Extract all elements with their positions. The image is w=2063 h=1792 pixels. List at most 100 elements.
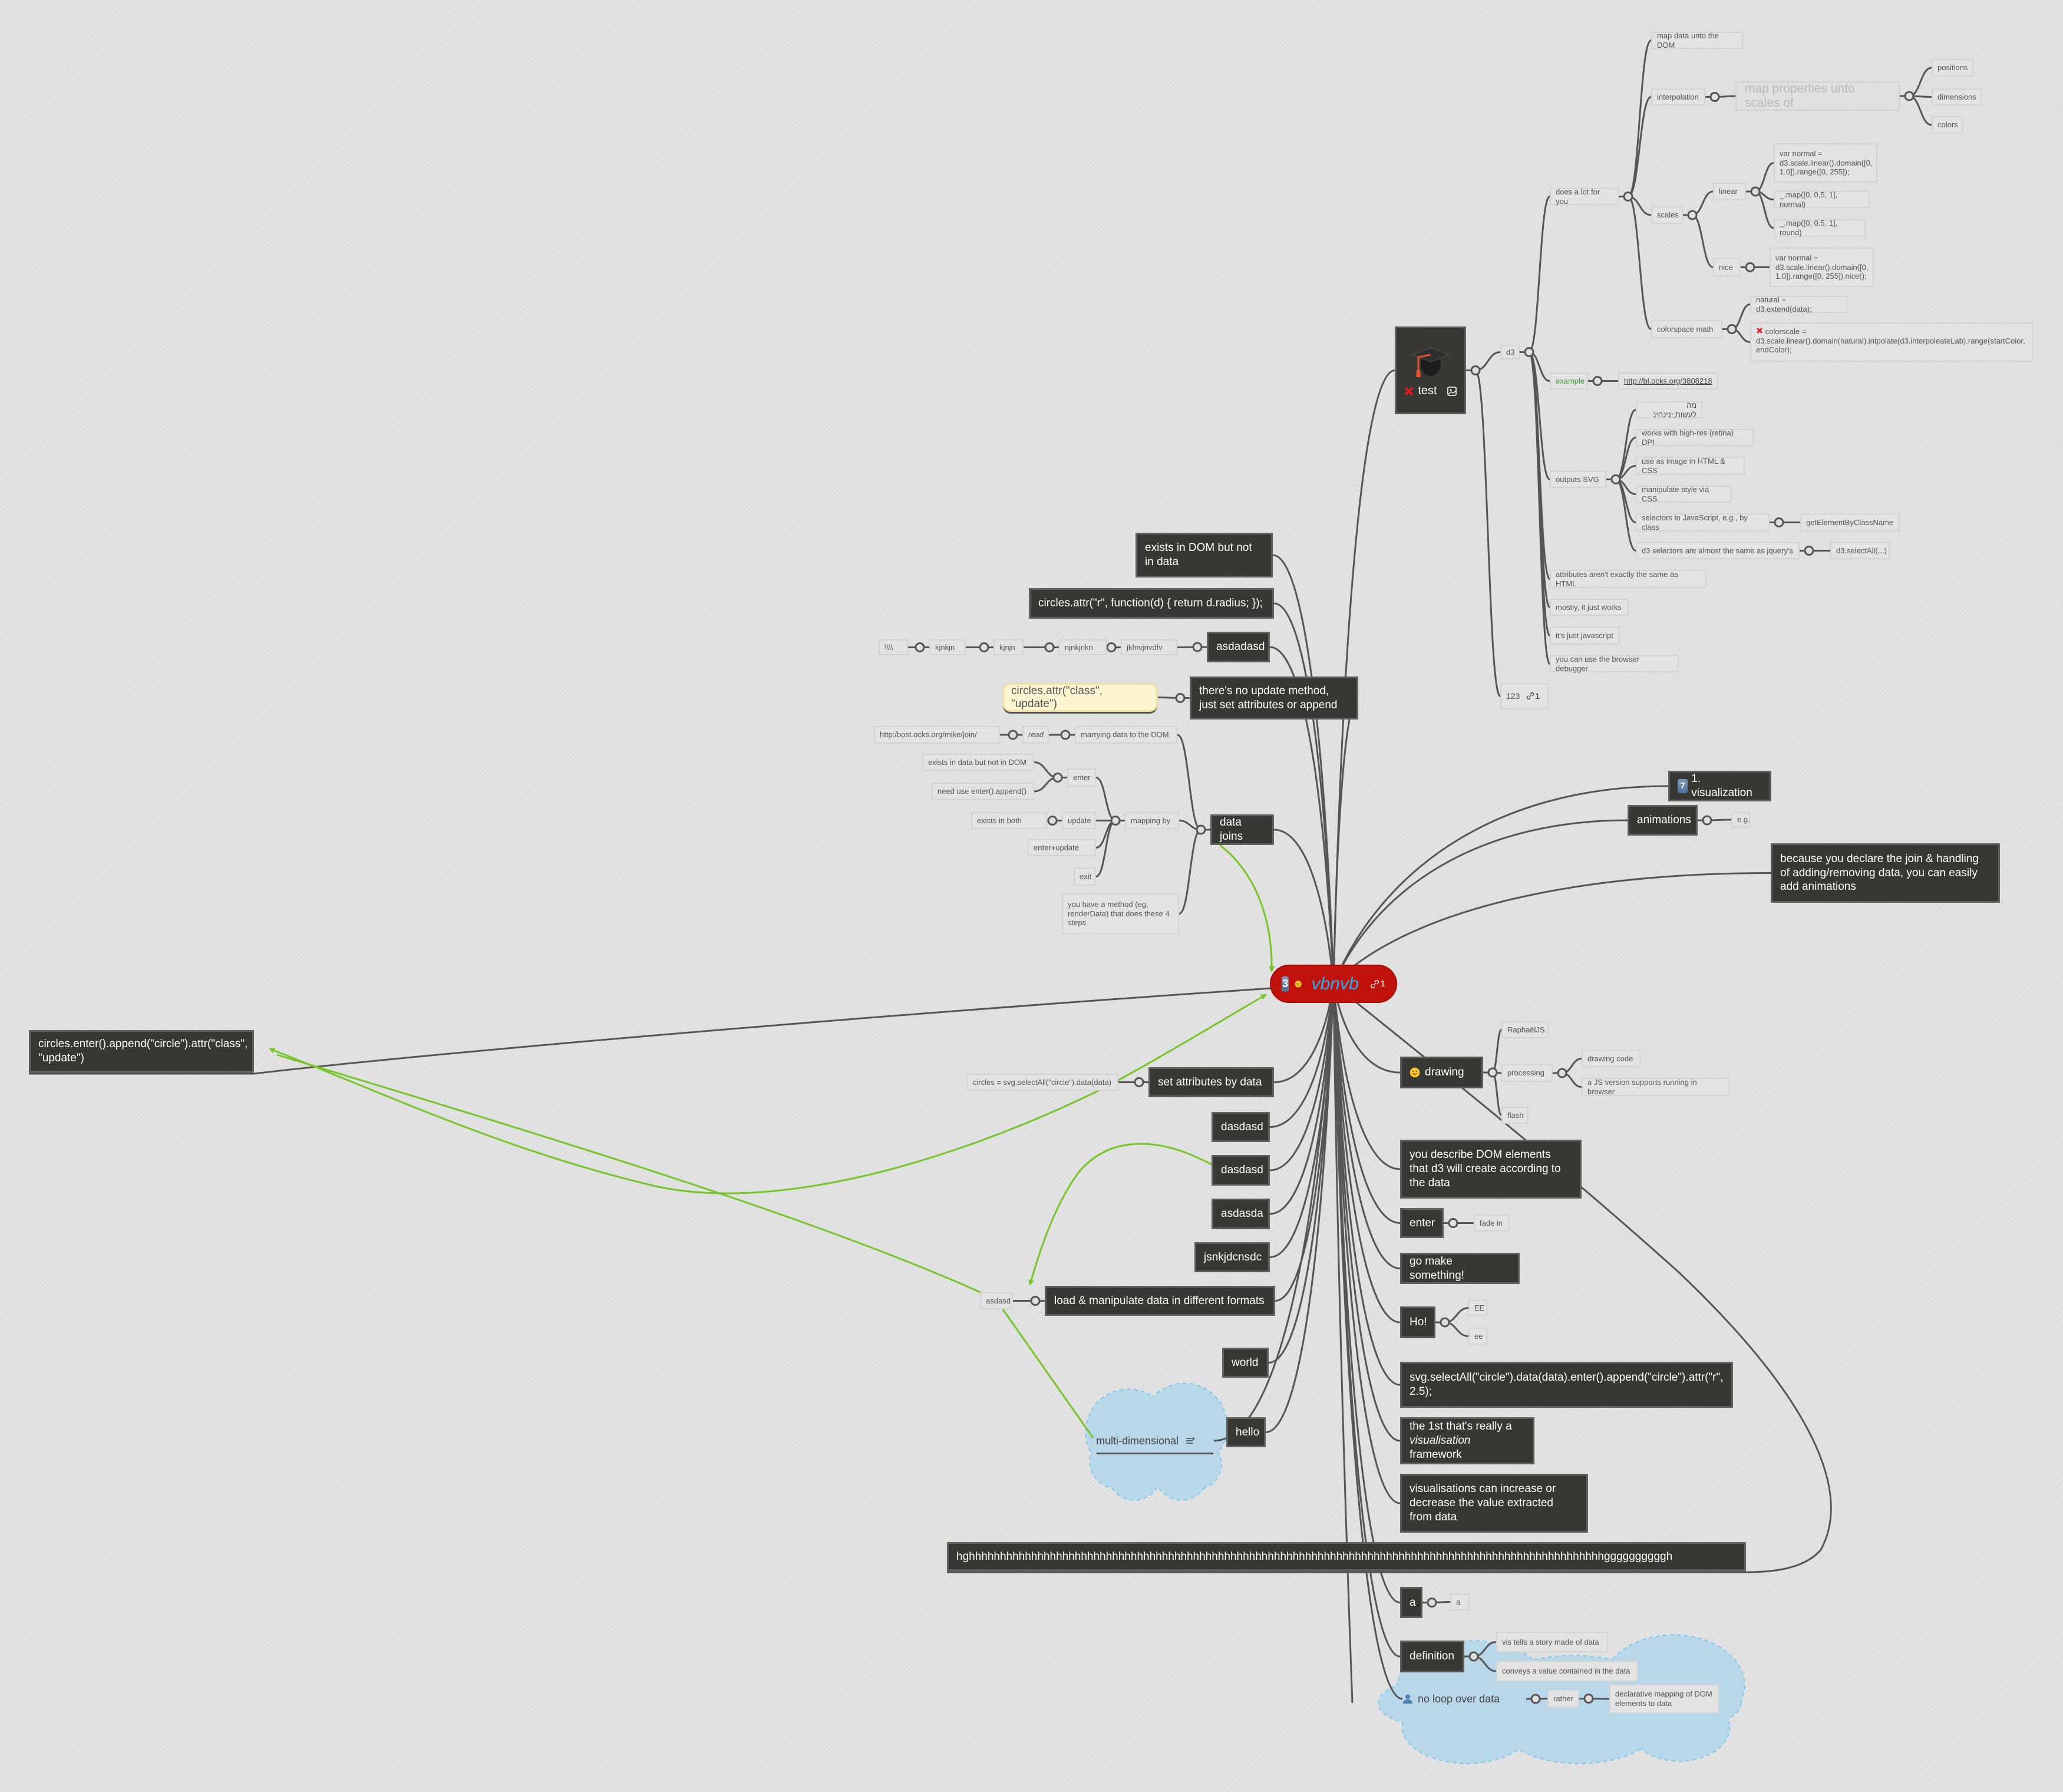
topic-circlesr[interactable]: circles.attr("r", function(d) { return d… — [1029, 588, 1274, 619]
subtopic-123[interactable]: 123 1 — [1500, 683, 1549, 709]
subtopic-kjnjn[interactable]: kjnjn — [993, 639, 1024, 655]
topic-dasd1[interactable]: dasdasd — [1212, 1112, 1270, 1142]
subtopic-EE[interactable]: EE — [1468, 1300, 1487, 1316]
subtopic-mapprops[interactable]: map properties unto scales of — [1735, 81, 1900, 111]
topic-because[interactable]: because you declare the join & handling … — [1771, 843, 2000, 903]
topic-hello[interactable]: hello — [1226, 1417, 1266, 1447]
topic-jsnk[interactable]: jsnkjdcnsdc — [1194, 1242, 1270, 1272]
topic-world[interactable]: world — [1222, 1348, 1269, 1378]
topic-definition[interactable]: definition — [1400, 1641, 1464, 1672]
subtopic-colors[interactable]: colors — [1932, 116, 1963, 134]
subtopic-mapround[interactable]: _.map([0, 0.5, 1], round) — [1774, 219, 1866, 237]
subtopic-useimg[interactable]: use as image in HTML & CSS — [1636, 457, 1745, 475]
subtopic-aC[interactable]: a — [1450, 1593, 1470, 1611]
subtopic-selall[interactable]: d3.selectAll(...) — [1830, 542, 1890, 559]
subtopic-existsdata[interactable]: exists in data but not in DOM — [922, 754, 1034, 771]
topic-first-visualisation-framework[interactable]: the 1st that's really a visualisation fr… — [1400, 1417, 1534, 1464]
topic-visincr[interactable]: visualisations can increase or decrease … — [1400, 1474, 1588, 1533]
topic-setattr[interactable]: set attributes by data — [1148, 1067, 1274, 1097]
subtopic-hebrew[interactable]: מה לעשות,ינינחינ — [1636, 401, 1702, 419]
subtopic-varnice[interactable]: var normal = d3.scale.linear().domain([0… — [1770, 247, 1874, 287]
link-indicator[interactable]: 1 — [1527, 691, 1540, 701]
subtopic-debugger[interactable]: you can use the browser debugger — [1550, 655, 1679, 673]
subtopic-dimensions[interactable]: dimensions — [1932, 88, 1982, 105]
subtopic-raphael[interactable]: RaphaëlJS — [1501, 1021, 1549, 1038]
subtopic-enterL[interactable]: enter — [1067, 768, 1096, 787]
subtopic-update[interactable]: update — [1062, 812, 1096, 829]
topic-test[interactable]: test — [1395, 326, 1466, 414]
subtopic-doeslot[interactable]: does a lot for you — [1550, 187, 1619, 206]
subtopic-d3sel[interactable]: d3 selectors are almost the same as jque… — [1636, 542, 1800, 559]
central-topic[interactable]: 3 vbnvb 1 — [1270, 965, 1397, 1003]
topic-gomake[interactable]: go make something! — [1400, 1253, 1520, 1284]
link-indicator[interactable]: 1 — [1370, 979, 1385, 989]
subtopic-interp[interactable]: interpolation — [1651, 88, 1705, 105]
subtopic-justjs[interactable]: it's just javascript — [1550, 626, 1620, 645]
subtopic-both[interactable]: exists in both — [971, 812, 1047, 829]
topic-multi-dimensional[interactable]: multi-dimensional — [1096, 1429, 1214, 1453]
subtopic-mapnormal[interactable]: _.map([0, 0,5, 1], normal) — [1774, 190, 1870, 209]
topic-aN[interactable]: a — [1400, 1587, 1422, 1618]
subtopic-scales[interactable]: scales — [1651, 206, 1683, 224]
subtopic-natural[interactable]: natural = d3.extend(data); — [1750, 295, 1847, 313]
subtopic-outsvg[interactable]: outputs SVG — [1550, 471, 1606, 488]
notes-icon[interactable] — [1186, 1437, 1195, 1445]
subtopic-vistells[interactable]: vis tells a story made of data — [1496, 1632, 1608, 1652]
subtopic-njn[interactable]: njnkjnkn — [1059, 639, 1107, 655]
subtopic-jsver[interactable]: a JS version supports running in browser — [1582, 1078, 1730, 1096]
subtopic-circleseq[interactable]: circles = svg.selectAll("circle").data(d… — [967, 1074, 1118, 1091]
subtopic-marrying[interactable]: marrying data to the DOM — [1075, 726, 1177, 744]
topic-ho[interactable]: Ho! — [1400, 1306, 1435, 1338]
subtopic-conveys[interactable]: conveys a value contained in the data — [1496, 1661, 1638, 1682]
subtopic-mapping[interactable]: mapping by — [1125, 812, 1179, 829]
subtopic-positions[interactable]: positions — [1932, 59, 1973, 77]
topic-anim[interactable]: animations — [1628, 805, 1698, 836]
topic-hhhh[interactable]: hghhhhhhhhhhhhhhhhhhhhhhhhhhhhhhhhhhhhhh… — [947, 1542, 1746, 1571]
subtopic-eg[interactable]: e.g. — [1731, 812, 1750, 827]
topic-dasd2[interactable]: dasdasd — [1212, 1155, 1270, 1186]
subtopic-bs[interactable]: \\\\ — [879, 639, 908, 655]
subtopic-drawcode[interactable]: drawing code — [1582, 1050, 1641, 1067]
topic-circlesenter[interactable]: circles.enter().append("circle").attr("c… — [29, 1030, 254, 1072]
subtopic-seljs[interactable]: selectors in JavaScript, e.g., by class — [1636, 513, 1770, 532]
subtopic-exit[interactable]: exit — [1074, 867, 1096, 886]
subtopic-flash[interactable]: flash — [1501, 1107, 1529, 1124]
subtopic-retina[interactable]: works with high-res (retina) DPI — [1636, 428, 1754, 447]
topic-asdadasd[interactable]: asdadasd — [1207, 632, 1270, 662]
subtopic-manip[interactable]: manipulate style via CSS — [1636, 485, 1732, 503]
subtopic-colorscale[interactable]: colorscale = d3.scale.linear().domain(na… — [1750, 322, 2033, 362]
topic-existsdom[interactable]: exists in DOM but not in data — [1136, 533, 1273, 577]
topic-visualization[interactable]: 7 1. visualization — [1668, 771, 1771, 801]
subtopic-linear[interactable]: linear — [1713, 183, 1746, 200]
subtopic-colorspace[interactable]: colorspace math — [1651, 320, 1722, 338]
subtopic-enterupd[interactable]: enter+update — [1028, 839, 1096, 856]
subtopic-mostly[interactable]: mostly, it just works — [1550, 599, 1629, 616]
subtopic-declar[interactable]: declarative mapping of DOM elements to d… — [1609, 1684, 1719, 1714]
subtopic-fadein[interactable]: fade in — [1474, 1215, 1509, 1232]
subtopic-ee[interactable]: ee — [1468, 1328, 1487, 1345]
subtopic-getel[interactable]: getElementByClassName — [1800, 513, 1900, 532]
subtopic-method[interactable]: you have a method (eg, renderData) that … — [1062, 893, 1179, 934]
topic-svgsel[interactable]: svg.selectAll("circle").data(data).enter… — [1400, 1362, 1733, 1408]
topic-enterR[interactable]: enter — [1400, 1208, 1444, 1238]
subtopic-http[interactable]: http:/bost.ocks.org/mike/join/ — [874, 726, 1000, 744]
subtopic-processing[interactable]: processing — [1501, 1064, 1553, 1082]
subtopic-jkf[interactable]: jkfnvjnvdfv — [1121, 639, 1177, 655]
topic-asdasda[interactable]: asdasda — [1212, 1199, 1270, 1229]
subtopic-needuse[interactable]: need use enter().append() — [932, 783, 1034, 800]
subtopic-yellow[interactable]: circles.attr("class", "update") — [1002, 683, 1158, 712]
topic-drawing[interactable]: drawing — [1400, 1057, 1483, 1088]
topic-noupdate[interactable]: there's no update method, just set attri… — [1190, 676, 1358, 720]
subtopic-rather[interactable]: rather — [1547, 1689, 1579, 1708]
subtopic-attrs[interactable]: attributes aren't exactly the same as HT… — [1550, 570, 1706, 588]
topic-load[interactable]: load & manipulate data in different form… — [1045, 1286, 1275, 1316]
topic-no-loop-over-data[interactable]: no loop over data — [1402, 1687, 1526, 1711]
subtopic-varlin[interactable]: var normal = d3.scale.linear().domain([0… — [1774, 143, 1877, 183]
subtopic-read[interactable]: read — [1022, 726, 1049, 744]
topic-datajoins[interactable]: data joins — [1210, 814, 1274, 845]
subtopic-kjnkjn[interactable]: kjnkjn — [929, 639, 966, 655]
subtopic-nice[interactable]: nice — [1713, 258, 1741, 276]
subtopic-exlink[interactable]: http://bl.ocks.org/3808218 — [1618, 372, 1718, 390]
image-icon[interactable] — [1447, 386, 1457, 397]
subtopic-mapdata[interactable]: map data unto the DOM — [1651, 31, 1743, 49]
